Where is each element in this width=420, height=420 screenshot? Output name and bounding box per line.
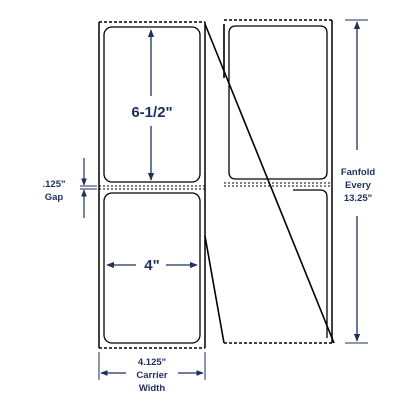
- back-carrier-web: [224, 19, 334, 344]
- gap-dimension: .125" Gap: [43, 158, 97, 218]
- front-label-bottom: [103, 192, 201, 344]
- width-dimension: 4": [106, 257, 198, 274]
- front-carrier-web: [98, 21, 206, 349]
- carrier-value-text: 4.125": [138, 357, 166, 368]
- fanfold-line2-text: Every: [345, 180, 372, 191]
- fold-bottom-line: [204, 235, 225, 344]
- gap-value-text: .125": [43, 179, 66, 190]
- label-width-text: 4": [144, 257, 159, 274]
- fanfold-line3-text: 13.25": [344, 193, 372, 204]
- front-label-top: [103, 26, 201, 183]
- height-dimension: 6-1/2": [131, 29, 173, 181]
- gap-word-text: Gap: [45, 192, 64, 203]
- fanfold-line1-text: Fanfold: [341, 167, 375, 178]
- carrier-line3-text: Width: [139, 383, 165, 394]
- back-label-bottom-partial: [293, 189, 328, 338]
- fanfold-dimension: Fanfold Every 13.25": [341, 19, 375, 344]
- carrier-width-dimension: 4.125" Carrier Width: [98, 352, 206, 394]
- back-label-top: [228, 25, 328, 180]
- label-height-text: 6-1/2": [131, 104, 172, 121]
- carrier-line2-text: Carrier: [136, 370, 167, 381]
